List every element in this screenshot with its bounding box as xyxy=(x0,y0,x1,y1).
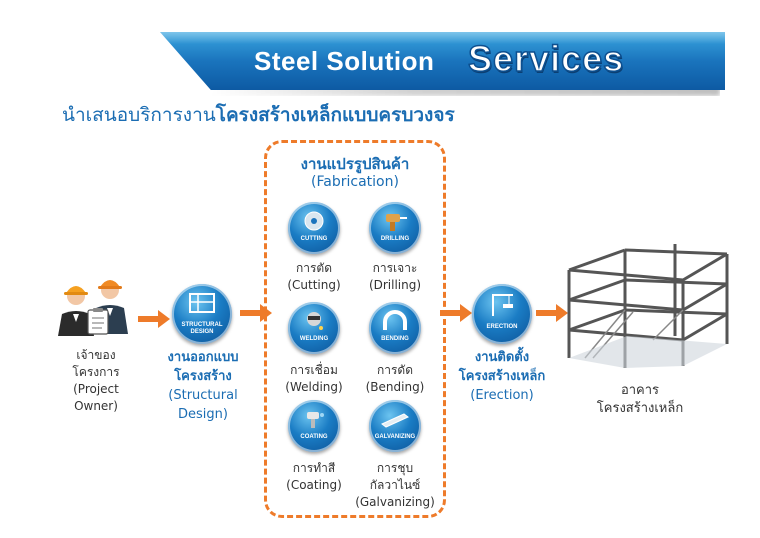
welding-label-th: การเชื่อม xyxy=(290,363,338,377)
welding-label-en: (Welding) xyxy=(285,380,343,394)
erection-label: งานติดตั้ง โครงสร้างเหล็ก (Erection) xyxy=(446,348,558,405)
galvanizing-label-th2: กัลวาไนซ์ xyxy=(369,478,421,492)
design-icon-text2: DESIGN xyxy=(190,329,214,335)
cutting-label-en: (Cutting) xyxy=(287,278,341,292)
banner-highlight xyxy=(160,32,725,44)
erection-line3: (Erection) xyxy=(470,388,534,403)
drilling-icon-text: DRILLING xyxy=(380,236,410,242)
coating-icon-text: COATING xyxy=(300,434,328,440)
cutting-label-th: การตัด xyxy=(295,261,333,275)
design-line2: โครงสร้าง xyxy=(174,369,232,384)
building-label: อาคาร โครงสร้างเหล็ก xyxy=(590,382,690,418)
design-label: งานออกแบบ โครงสร้าง (Structural Design) xyxy=(148,348,258,424)
steel-building-icon xyxy=(567,244,729,368)
fabrication-title: งานแปรรูปสินค้า xyxy=(300,155,410,173)
design-line1: งานออกแบบ xyxy=(167,350,239,365)
erection-icon: ERECTION xyxy=(472,284,532,344)
coating-label: การทำสี (Coating) xyxy=(274,460,354,494)
fabrication-subtitle: (Fabrication) xyxy=(311,174,399,190)
drilling-label-en: (Drilling) xyxy=(368,278,422,292)
erection-line2: โครงสร้างเหล็ก xyxy=(458,369,546,384)
welding-icon: WELDING xyxy=(288,302,340,354)
title-services: Services xyxy=(467,37,625,80)
arrow-icon xyxy=(440,304,472,322)
owner-line3: (Project xyxy=(73,382,119,396)
coating-label-th: การทำสี xyxy=(292,461,336,475)
design-line4: Design) xyxy=(178,407,228,422)
design-icon-text1: STRUCTURAL xyxy=(181,322,223,328)
project-owner-icon xyxy=(58,280,128,336)
galvanizing-icon: GALVANIZING xyxy=(369,400,421,452)
subtitle-bold: โครงสร้างเหล็กแบบครบวงจร xyxy=(215,104,455,126)
cutting-label: การตัด (Cutting) xyxy=(274,260,354,294)
welding-icon-text: WELDING xyxy=(299,336,329,342)
cutting-icon-text: CUTTING xyxy=(300,236,328,242)
design-line3: (Structural xyxy=(168,388,238,403)
bending-label: การดัด (Bending) xyxy=(355,362,435,396)
owner-line1: เจ้าของ xyxy=(76,348,116,362)
galvanizing-label-en: (Galvanizing) xyxy=(355,495,435,509)
erection-icon-text: ERECTION xyxy=(486,324,518,330)
owner-label: เจ้าของ โครงการ (Project Owner) xyxy=(54,347,138,415)
coating-label-en: (Coating) xyxy=(286,478,342,492)
arrow-icon xyxy=(536,304,568,322)
drilling-label: การเจาะ (Drilling) xyxy=(355,260,435,294)
galvanizing-label: การชุบ กัลวาไนซ์ (Galvanizing) xyxy=(350,460,440,511)
subtitle-normal: นำเสนอบริการงาน xyxy=(62,104,216,126)
coating-icon: COATING xyxy=(288,400,340,452)
bending-label-th: การดัด xyxy=(376,363,414,377)
welding-label: การเชื่อม (Welding) xyxy=(274,362,354,396)
cutting-icon: CUTTING xyxy=(288,202,340,254)
building-line1: อาคาร xyxy=(620,383,660,398)
bending-label-en: (Bending) xyxy=(365,380,425,394)
header-banner xyxy=(160,32,725,90)
building-line2: โครงสร้างเหล็ก xyxy=(596,401,684,416)
structural-design-icon: STRUCTURAL DESIGN xyxy=(172,284,232,344)
drilling-icon: DRILLING xyxy=(369,202,421,254)
arrow-icon xyxy=(138,310,170,328)
bending-icon: BENDING xyxy=(369,302,421,354)
owner-line2: โครงการ xyxy=(72,365,120,379)
subtitle: นำเสนอบริการงานโครงสร้างเหล็กแบบครบวงจร xyxy=(62,100,455,130)
erection-line1: งานติดตั้ง xyxy=(474,350,530,365)
galvanizing-label-th1: การชุบ xyxy=(376,461,414,475)
drilling-label-th: การเจาะ xyxy=(372,261,418,275)
title-steel-solution: Steel Solution xyxy=(254,46,435,76)
bending-icon-text: BENDING xyxy=(381,336,409,342)
fabrication-box xyxy=(264,140,446,518)
owner-line4: Owner) xyxy=(74,399,118,413)
galvanizing-icon-text: GALVANIZING xyxy=(374,434,416,440)
